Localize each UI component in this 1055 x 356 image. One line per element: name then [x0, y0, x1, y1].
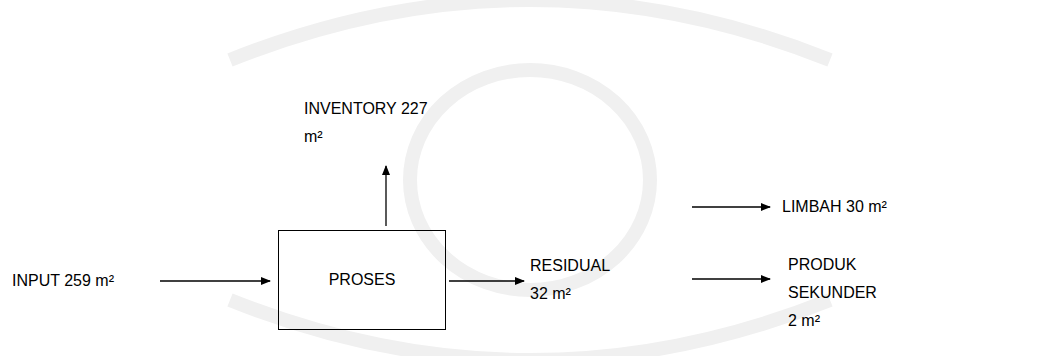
residual-label: RESIDUAL 32 m²: [530, 252, 625, 308]
limbah-arrow: [692, 206, 770, 207]
watermark: [230, 0, 830, 356]
produk-arrow: [692, 278, 770, 279]
input-label: INPUT 259 m²: [12, 267, 157, 295]
output-label: INVENTORY 227 m²: [304, 95, 434, 151]
residual-arrow: [449, 280, 524, 281]
process-name: PROSES: [329, 271, 396, 289]
product-label: PRODUK SEKUNDER 2 m²: [788, 251, 888, 335]
input-arrow: [160, 280, 270, 281]
waste-label: LIMBAH 30 m²: [782, 193, 942, 221]
inventory-arrow: [385, 166, 386, 226]
process-box: PROSES: [278, 230, 446, 330]
